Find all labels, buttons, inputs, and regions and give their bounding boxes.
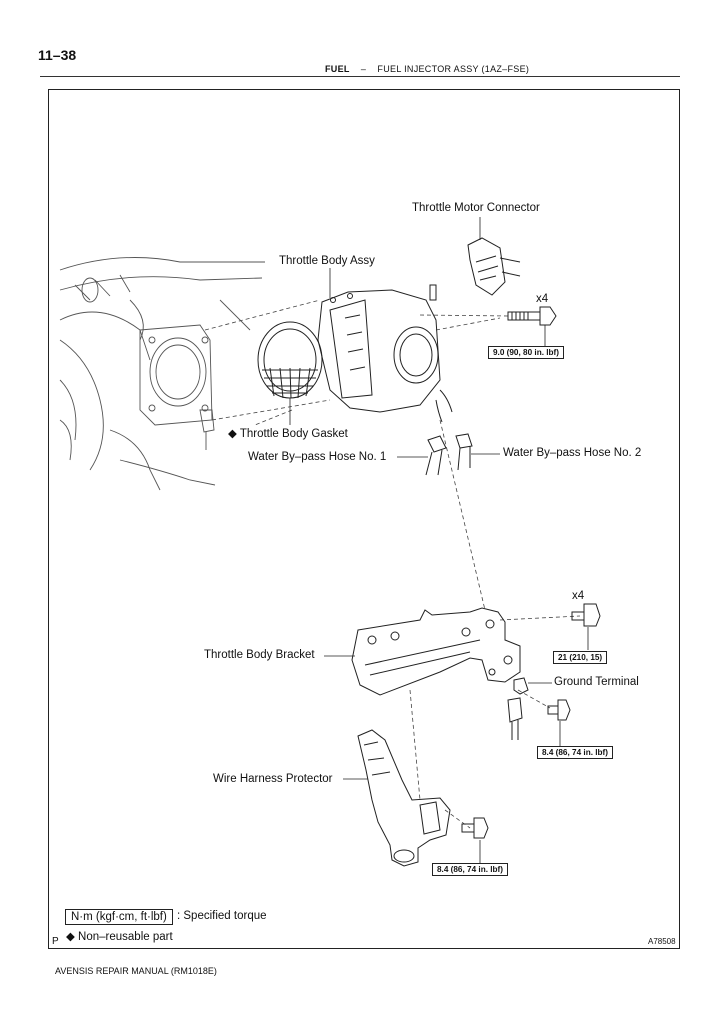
- label-qty-bolts-top: x4: [536, 293, 549, 305]
- label-water-bypass-hose-2: Water By–pass Hose No. 2: [503, 447, 642, 459]
- legend-unit-desc: : Specified torque: [177, 910, 267, 922]
- label-throttle-body-bracket: Throttle Body Bracket: [204, 649, 315, 661]
- label-ground-terminal: Ground Terminal: [554, 676, 639, 688]
- wire-harness-protector-drawing: [357, 729, 451, 867]
- label-qty-bolts-bracket: x4: [572, 590, 585, 602]
- torque-throttle-body: 9.0 (90, 80 in. lbf): [488, 346, 564, 359]
- throttle-motor-connector-drawing: [467, 237, 521, 296]
- legend-unit-box: N·m (kgf·cm, ft·lbf): [65, 909, 173, 925]
- footer-manual: AVENSIS REPAIR MANUAL (RM1018E): [55, 966, 217, 976]
- intake-manifold-drawing: [59, 257, 265, 491]
- legend-non-reusable: ◆ Non–reusable part: [66, 931, 173, 943]
- throttle-body-bracket-drawing: [351, 607, 521, 696]
- figure-id: A78508: [648, 937, 676, 946]
- bolt-top-drawing: [507, 306, 557, 326]
- throttle-body-gasket-drawing: [257, 321, 323, 399]
- label-throttle-body-gasket: ◆ Throttle Body Gasket: [228, 428, 348, 440]
- figure-frame: [48, 89, 680, 949]
- throttle-body-drawing: [317, 284, 453, 423]
- header-title: FUEL – FUEL INJECTOR ASSY (1AZ–FSE): [325, 64, 529, 74]
- label-wire-harness-protector: Wire Harness Protector: [213, 773, 333, 785]
- torque-ground-terminal: 8.4 (86, 74 in. lbf): [537, 746, 613, 759]
- figure-corner-letter: P: [52, 936, 59, 947]
- water-bypass-hoses-drawing: [425, 433, 473, 476]
- page-number: 11–38: [38, 47, 77, 63]
- header-section: FUEL: [325, 64, 350, 74]
- torque-bracket: 21 (210, 15): [553, 651, 608, 664]
- torque-wire-harness: 8.4 (86, 74 in. lbf): [432, 863, 508, 876]
- label-throttle-motor-connector: Throttle Motor Connector: [412, 202, 540, 214]
- header-subsection: FUEL INJECTOR ASSY (1AZ–FSE): [377, 64, 530, 74]
- bolt-harness-drawing: [461, 817, 489, 839]
- header-rule: [40, 76, 680, 77]
- label-throttle-body-assy: Throttle Body Assy: [279, 255, 375, 267]
- bolt-bracket-drawing: [571, 603, 601, 627]
- ground-terminal-drawing: [507, 677, 571, 740]
- label-water-bypass-hose-1: Water By–pass Hose No. 1: [248, 451, 387, 463]
- header-separator: –: [360, 64, 367, 74]
